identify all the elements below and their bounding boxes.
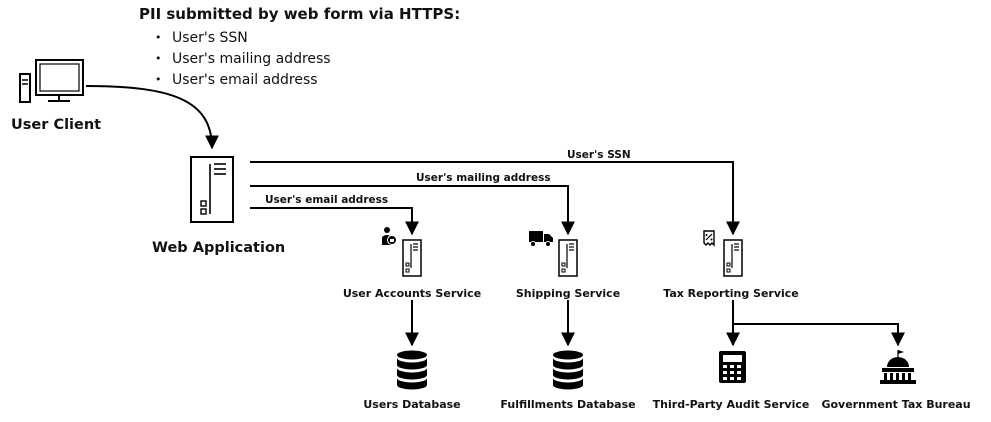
user-client-label: User Client: [11, 117, 102, 133]
tax-reporting-service-label: Tax Reporting Service: [663, 287, 799, 300]
email-address-flow-label: User's email address: [265, 194, 389, 206]
fulfillments-database-icon: [553, 350, 583, 390]
government-tax-bureau-label: Government Tax Bureau: [821, 398, 971, 411]
client-to-web-connector: [85, 85, 219, 150]
third-party-audit-service-label: Third-Party Audit Service: [652, 398, 810, 411]
truck-icon: [529, 231, 553, 247]
web-application-label: Web Application: [152, 240, 286, 256]
users-database-label: Users Database: [363, 398, 461, 411]
pii-item: User's SSN: [155, 27, 331, 48]
ssn-flow-line: [250, 161, 740, 236]
fulfillments-database-label: Fulfillments Database: [500, 398, 636, 411]
user-accounts-server-icon: [402, 239, 422, 277]
mailing-address-flow-line: [250, 185, 575, 236]
tax-reporting-server-icon: [723, 239, 743, 277]
users-database-icon: [397, 350, 427, 390]
pii-header-title: PII submitted by web form via HTTPS:: [139, 5, 461, 23]
user-accounts-service-label: User Accounts Service: [342, 287, 482, 300]
pii-item: User's email address: [155, 69, 331, 90]
tax-receipt-icon: [703, 230, 715, 247]
calculator-icon: [719, 351, 746, 383]
server-icon: [190, 156, 234, 223]
pii-item-list: User's SSN User's mailing address User's…: [155, 27, 331, 90]
user-lock-icon: [382, 227, 397, 245]
ssn-flow-label: User's SSN: [567, 149, 631, 161]
desktop-computer-icon: [19, 59, 84, 103]
government-building-icon: [880, 350, 916, 384]
tax-to-bureau-connector: [733, 323, 905, 347]
shipping-service-label: Shipping Service: [515, 287, 621, 300]
pii-item: User's mailing address: [155, 48, 331, 69]
email-address-flow-line: [250, 207, 419, 236]
mailing-address-flow-label: User's mailing address: [416, 172, 551, 184]
shipping-server-icon: [558, 239, 578, 277]
